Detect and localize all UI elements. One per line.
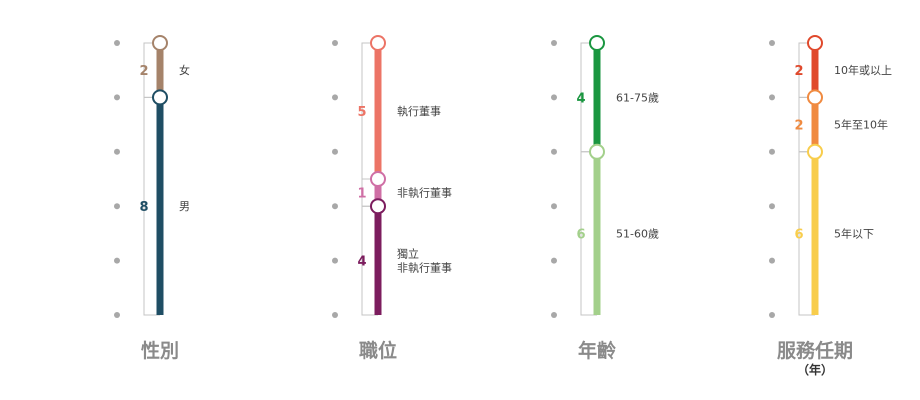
segment-label: 51-60歲	[616, 226, 659, 240]
scale-dot	[769, 40, 775, 46]
bar-segment	[593, 151, 601, 315]
scale-dot	[769, 203, 775, 210]
scale-dot	[114, 257, 120, 264]
segment-count: 4	[576, 91, 585, 106]
segment-count: 2	[794, 64, 803, 79]
segment-node	[807, 143, 823, 160]
scale-dot	[114, 94, 120, 101]
segment-node	[370, 198, 386, 215]
segment-label: 執行董事	[397, 105, 441, 118]
scale-dot	[769, 257, 775, 264]
bar-segment	[593, 43, 601, 152]
segment-count: 1	[357, 187, 366, 202]
scale-dot	[332, 203, 338, 210]
category-title: 性別	[141, 339, 179, 362]
segment-count: 5	[357, 105, 366, 120]
segment-node	[589, 143, 605, 160]
scale-dot	[332, 312, 338, 318]
bar-segment	[811, 43, 819, 98]
category-title: 年齡	[578, 339, 616, 362]
segment-label: 61-75歲	[616, 90, 659, 104]
scale-dot	[551, 148, 557, 155]
segment-node	[370, 171, 386, 187]
segment-node	[589, 35, 605, 51]
bar-segment	[374, 43, 382, 179]
segment-label: 女	[179, 63, 190, 77]
scale-dot	[769, 148, 775, 155]
segment-count: 6	[576, 227, 585, 242]
segment-label: 男	[179, 200, 190, 213]
bar-segment	[374, 179, 382, 207]
scale-dot	[551, 40, 557, 46]
category-title: 職位	[359, 339, 397, 362]
scale-dot	[551, 94, 557, 101]
scale-dot	[114, 312, 120, 318]
segment-count: 2	[139, 64, 148, 79]
segment-count: 6	[794, 227, 803, 242]
segment-label: 獨立非執行董事	[397, 247, 452, 275]
scale-dot	[114, 40, 120, 46]
category-subtitle: （年）	[797, 362, 833, 377]
scale-dot	[114, 148, 120, 155]
scale-dot	[769, 312, 775, 318]
scale-dot	[769, 94, 775, 101]
segment-count: 8	[139, 200, 148, 215]
segment-node	[807, 35, 823, 51]
scale-dot	[332, 94, 338, 101]
scale-dot	[332, 40, 338, 46]
segment-node	[152, 35, 168, 51]
bar-segment	[374, 206, 382, 315]
segment-label: 10年或以上	[834, 63, 892, 77]
scale-dot	[332, 257, 338, 264]
scale-dot	[551, 257, 557, 264]
segment-node	[152, 89, 168, 106]
bar-segment	[811, 97, 819, 152]
bar-segment	[156, 97, 164, 316]
segment-count: 2	[794, 119, 803, 134]
scale-dot	[332, 148, 338, 155]
segment-node	[370, 35, 386, 51]
scale-dot	[551, 312, 557, 318]
bar-segment	[156, 43, 164, 98]
category-title: 服務任期	[777, 339, 853, 362]
segment-label: 5年至10年	[834, 118, 888, 132]
segment-label: 5年以下	[834, 226, 874, 240]
segment-count: 4	[357, 255, 366, 270]
bar-segment	[811, 151, 819, 315]
scale-dot	[114, 203, 120, 210]
segment-node	[807, 89, 823, 106]
segment-label: 非執行董事	[397, 187, 452, 200]
scale-dot	[551, 203, 557, 210]
